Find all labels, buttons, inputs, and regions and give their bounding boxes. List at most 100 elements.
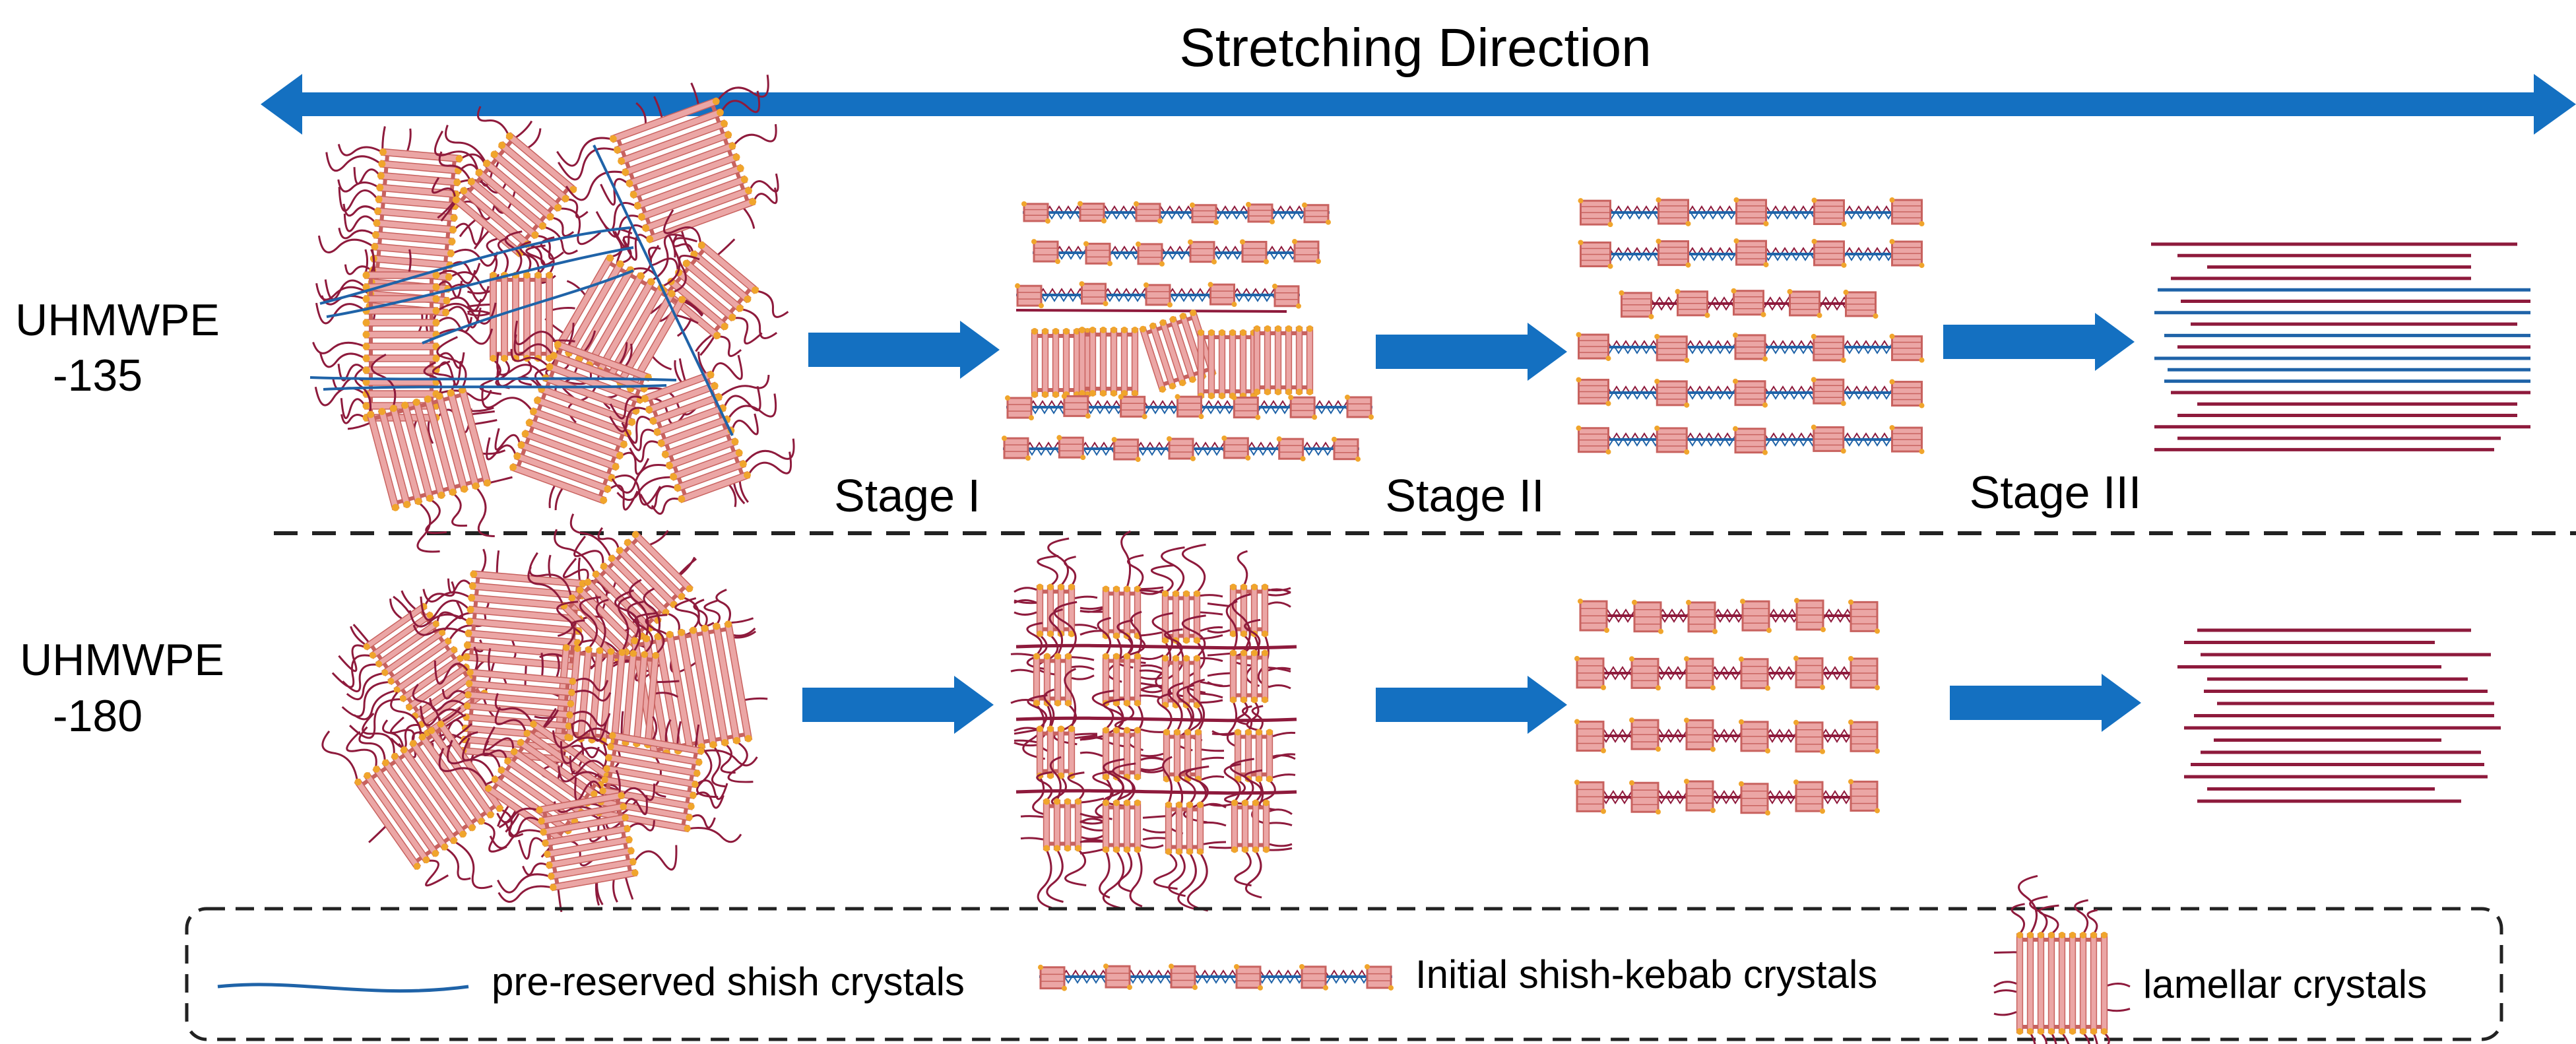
legend-lamellar-crystal-icon [1993, 874, 2131, 1044]
tie-chain [749, 173, 779, 193]
tie-chain [680, 230, 692, 253]
tie-chain [1064, 556, 1077, 587]
tie-chain [467, 310, 490, 315]
tie-chain [1026, 622, 1043, 656]
lamella-end-bead [1043, 845, 1050, 852]
lamella-end-bead [620, 802, 627, 810]
kebab-bead [1675, 288, 1681, 294]
tie-chain [1201, 775, 1225, 781]
tie-chain [1142, 837, 1166, 841]
lamella-end-bead [607, 743, 614, 750]
lamella-end-bead [449, 226, 457, 234]
tie-chain [453, 222, 485, 245]
tie-chain [408, 610, 469, 628]
tie-chain [1140, 757, 1164, 761]
tie-chain [649, 530, 669, 546]
lamella-end-bead [654, 633, 662, 641]
lamella-end-bead [531, 231, 539, 239]
lamella-end-bead [2090, 1028, 2097, 1035]
kebab-bead [1766, 628, 1772, 634]
kebab-body [1209, 283, 1235, 306]
lamella-spine [1256, 331, 1311, 335]
stage-2-structure-uhmwpe-135 [1576, 197, 1925, 455]
lamella-end-bead [1183, 655, 1190, 662]
tie-chain [556, 653, 560, 677]
lamella-end-bead [736, 304, 744, 312]
kebab-bead [1332, 436, 1337, 442]
lamella-end-bead [1113, 700, 1120, 707]
tie-chain [317, 235, 374, 253]
lamella-end-bead [2090, 932, 2097, 938]
tie-chain [1142, 815, 1166, 819]
lamella-end-bead [505, 132, 513, 140]
tie-chain [1207, 629, 1231, 634]
kebab-bead [1083, 241, 1089, 247]
lamella-end-bead [1037, 583, 1043, 591]
lamella-end-bead [600, 562, 608, 570]
tie-chain [678, 358, 686, 381]
lamella-end-bead [510, 748, 518, 756]
lamella-end-bead [369, 652, 376, 659]
tie-chain [702, 749, 758, 767]
lamella-end-bead [432, 319, 440, 327]
lamella-spine [1232, 693, 1266, 698]
lamella-end-bead [682, 259, 690, 267]
tie-chain [543, 709, 560, 729]
lamella-end-bead [1240, 329, 1246, 336]
lamella-end-bead [601, 776, 608, 783]
tie-chain [1234, 850, 1252, 887]
lamella-end-bead [1162, 655, 1169, 662]
tie-chain [727, 393, 777, 420]
lamella-end-bead [1134, 700, 1141, 707]
kebab-bead [1388, 985, 1394, 991]
lamella-end-bead [744, 295, 752, 303]
lamella-end-bead [374, 207, 382, 215]
lamella [381, 148, 462, 163]
lamella-end-bead [540, 828, 547, 836]
tie-chain [566, 280, 586, 296]
tie-chain [616, 476, 672, 502]
kebab-bead [1875, 808, 1880, 814]
tie-chain [1175, 705, 1193, 752]
tie-chain [315, 283, 370, 301]
tie-chain [690, 814, 716, 829]
lamella-end-bead [401, 401, 409, 409]
kebab-bead [1221, 435, 1227, 441]
kebab-bead [1843, 289, 1849, 295]
lamella [2079, 933, 2087, 1033]
lamella-end-bead [426, 612, 434, 619]
lamella-end-bead [435, 392, 443, 400]
lamella-end-bead [1124, 700, 1130, 707]
tie-chain [688, 827, 742, 843]
kebab-body [1079, 203, 1105, 222]
lamella-spine [1256, 385, 1311, 389]
tie-chain [354, 368, 372, 414]
kebab-crystal [1843, 289, 1879, 319]
lamella-end-bead [373, 766, 380, 773]
kebab-crystal [1740, 599, 1772, 634]
kebab-crystal [1143, 282, 1173, 308]
lamella [1182, 656, 1190, 707]
lamella-end-bead [657, 440, 665, 447]
legend-shish-label: pre-reserved shish crystals [492, 960, 965, 1004]
stage-3-structure-uhmwpe-135 [2151, 242, 2530, 451]
lamella-spine [1232, 655, 1266, 660]
tie-chain [340, 414, 366, 424]
tie-chain [633, 845, 678, 871]
tie-chain [600, 178, 629, 206]
lamella-end-bead [618, 157, 626, 165]
lamella-end-bead [1186, 801, 1193, 808]
lamella-end-bead [1074, 328, 1080, 335]
lamella-end-bead [405, 703, 412, 711]
lamella-end-bead [457, 655, 464, 662]
lamella-end-bead [584, 578, 592, 586]
lamella [1240, 651, 1248, 702]
tie-chain [1244, 850, 1262, 899]
kebab-bead [1300, 456, 1306, 462]
lamellar-crystal [489, 769, 678, 913]
tie-chain [558, 766, 604, 783]
tie-chain [554, 488, 564, 511]
tie-chain [504, 816, 541, 837]
tie-chain [620, 711, 624, 734]
tie-chain [693, 791, 724, 809]
